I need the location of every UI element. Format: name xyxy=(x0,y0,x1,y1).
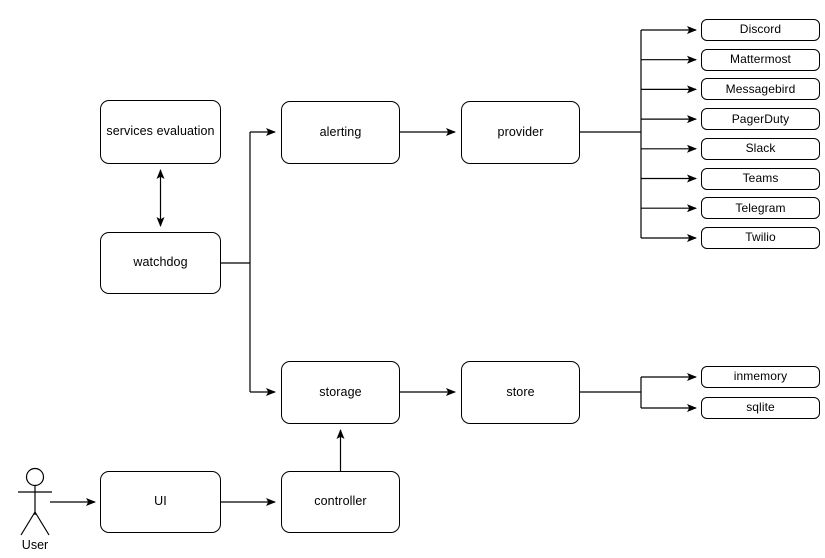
node-store-inmemory[interactable]: inmemory xyxy=(701,366,820,388)
node-provider-label: provider xyxy=(497,124,544,139)
node-controller[interactable]: controller xyxy=(281,471,400,533)
node-services-evaluation[interactable]: services evaluation xyxy=(100,100,221,164)
node-provider-messagebird[interactable]: Messagebird xyxy=(701,78,820,101)
node-services-evaluation-label: services evaluation xyxy=(106,124,215,139)
node-provider-teams[interactable]: Teams xyxy=(701,167,820,190)
node-provider-pagerduty-label: PagerDuty xyxy=(731,111,790,126)
node-provider-mattermost[interactable]: Mattermost xyxy=(701,48,820,71)
node-store-label: store xyxy=(506,384,535,399)
node-provider-discord-label: Discord xyxy=(739,22,782,37)
node-provider-mattermost-label: Mattermost xyxy=(729,52,791,67)
actor-user-label: User xyxy=(21,538,49,552)
node-provider-slack-label: Slack xyxy=(745,141,776,156)
node-provider-messagebird-label: Messagebird xyxy=(725,81,796,96)
node-provider-slack[interactable]: Slack xyxy=(701,137,820,160)
node-store-sqlite[interactable]: sqlite xyxy=(701,397,820,419)
node-provider-teams-label: Teams xyxy=(742,170,779,185)
node-store-sqlite-label: sqlite xyxy=(746,400,775,415)
actor-head-icon xyxy=(25,467,45,487)
actor-leg-right-icon xyxy=(34,511,50,536)
node-provider-telegram[interactable]: Telegram xyxy=(701,197,820,220)
node-watchdog-label: watchdog xyxy=(133,255,188,270)
node-watchdog[interactable]: watchdog xyxy=(100,232,221,294)
node-store-inmemory-label: inmemory xyxy=(733,369,788,384)
node-store[interactable]: store xyxy=(461,361,580,424)
node-ui-label: UI xyxy=(154,494,167,509)
node-provider-twilio-label: Twilio xyxy=(745,230,776,245)
node-storage[interactable]: storage xyxy=(281,361,400,424)
actor-leg-left-icon xyxy=(20,511,36,536)
node-controller-label: controller xyxy=(314,494,367,509)
node-alerting[interactable]: alerting xyxy=(281,101,400,164)
node-provider-discord[interactable]: Discord xyxy=(701,19,820,41)
node-storage-label: storage xyxy=(319,384,362,399)
node-provider[interactable]: provider xyxy=(461,101,580,164)
node-provider-telegram-label: Telegram xyxy=(735,200,786,215)
node-provider-twilio[interactable]: Twilio xyxy=(701,227,820,249)
node-alerting-label: alerting xyxy=(319,124,362,139)
node-ui[interactable]: UI xyxy=(100,471,221,533)
node-provider-pagerduty[interactable]: PagerDuty xyxy=(701,108,820,131)
